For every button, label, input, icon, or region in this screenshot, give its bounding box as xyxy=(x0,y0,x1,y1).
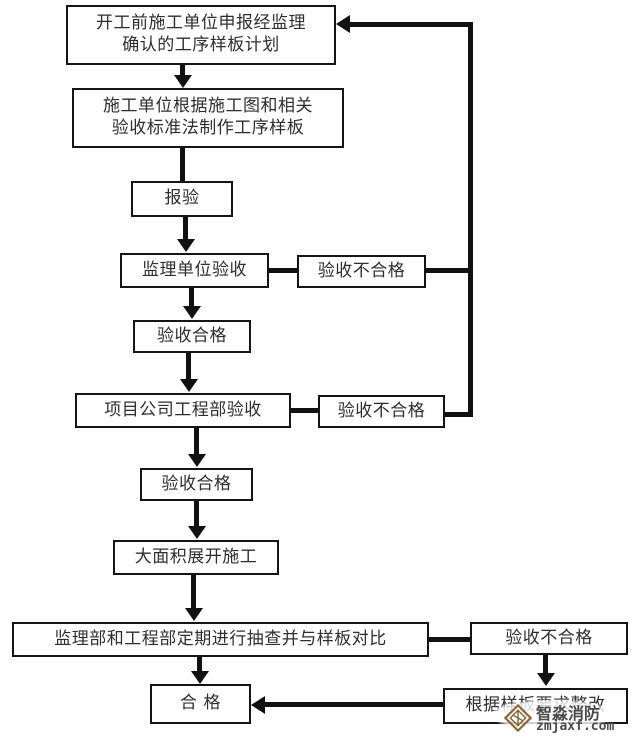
node-submit-sample-plan[interactable]: 开工前施工单位申报经监理 确认的工序样板计划 xyxy=(66,5,336,65)
edge-n6-n7-line xyxy=(186,353,191,381)
edge-n9-n10-line xyxy=(194,501,199,528)
edge-n11-n12-line xyxy=(426,637,473,642)
node-make-process-sample[interactable]: 施工单位根据施工图和相关 验收标准法制作工序样板 xyxy=(72,88,344,148)
edge-n11-n13-line xyxy=(197,657,202,673)
edge-n14-n13-arrowhead xyxy=(251,696,265,714)
edge-n5-feedback-stub xyxy=(424,268,471,273)
node-label: 施工单位根据施工图和相关 验收标准法制作工序样板 xyxy=(103,96,313,138)
edge-n6-n7-arrowhead xyxy=(180,379,198,392)
node-label: 开工前施工单位申报经监理 确认的工序样板计划 xyxy=(96,13,306,55)
edge-n12-n14-arrowhead xyxy=(537,673,555,686)
edge-n9-n10-arrowhead xyxy=(188,526,206,539)
edge-n4-n6-arrowhead xyxy=(183,306,201,319)
edge-n10-n11-arrowhead xyxy=(185,608,203,621)
edge-n14-n13-line xyxy=(265,702,445,707)
node-acceptance-failed-3[interactable]: 验收不合格 xyxy=(470,622,628,655)
edge-n7-n9-line xyxy=(194,428,199,456)
node-label: 监理单位验收 xyxy=(142,259,247,280)
node-supervisor-acceptance[interactable]: 监理单位验收 xyxy=(120,253,269,288)
edge-n3-n4-line xyxy=(183,217,188,241)
edge-n4-n5-line xyxy=(266,268,300,273)
node-label: 根据样板要求整改 xyxy=(465,695,606,716)
node-acceptance-passed-2[interactable]: 验收合格 xyxy=(140,468,253,501)
node-qualified[interactable]: 合 格 xyxy=(150,684,251,724)
edge-n2-n3-line xyxy=(180,148,185,182)
node-large-scale-construction[interactable]: 大面积展开施工 xyxy=(113,540,279,575)
node-periodic-spot-check[interactable]: 监理部和工程部定期进行抽查并与样板对比 xyxy=(12,622,429,657)
node-acceptance-failed-1[interactable]: 验收不合格 xyxy=(297,255,426,288)
node-label: 验收不合格 xyxy=(505,627,593,648)
node-report-for-inspection[interactable]: 报验 xyxy=(131,181,233,217)
edge-n4-n6-line xyxy=(189,288,194,308)
edge-n12-n14-line xyxy=(543,655,548,675)
node-project-company-acceptance[interactable]: 项目公司工程部验收 xyxy=(75,393,291,428)
feedback-top-hline xyxy=(348,22,473,27)
edge-n11-n13-arrowhead xyxy=(191,671,209,684)
node-label: 项目公司工程部验收 xyxy=(104,399,262,420)
node-label: 大面积展开施工 xyxy=(134,546,258,567)
edge-n7-n9-arrowhead xyxy=(188,454,206,467)
edge-n1-n2-arrowhead xyxy=(174,75,192,88)
edge-n3-n4-arrowhead xyxy=(177,239,195,252)
feedback-into-n1-arrowhead xyxy=(336,15,350,33)
node-label: 验收不合格 xyxy=(317,260,406,281)
feedback-trunk-vline xyxy=(468,22,473,417)
edge-n1-n2-line xyxy=(180,65,185,77)
node-label: 验收合格 xyxy=(157,325,227,346)
node-label: 监理部和工程部定期进行抽查并与样板对比 xyxy=(54,628,387,649)
node-label: 合 格 xyxy=(180,693,221,714)
edge-n8-feedback-stub xyxy=(443,412,471,417)
node-acceptance-passed-1[interactable]: 验收合格 xyxy=(133,320,251,353)
node-acceptance-failed-2[interactable]: 验收不合格 xyxy=(318,395,445,428)
node-rectify-per-sample[interactable]: 根据样板要求整改 xyxy=(443,688,628,724)
node-label: 验收不合格 xyxy=(337,400,426,421)
edge-n7-n8-line xyxy=(288,408,321,413)
edge-n10-n11-line xyxy=(191,575,196,610)
node-label: 报验 xyxy=(164,188,200,209)
node-label: 验收合格 xyxy=(161,473,232,494)
